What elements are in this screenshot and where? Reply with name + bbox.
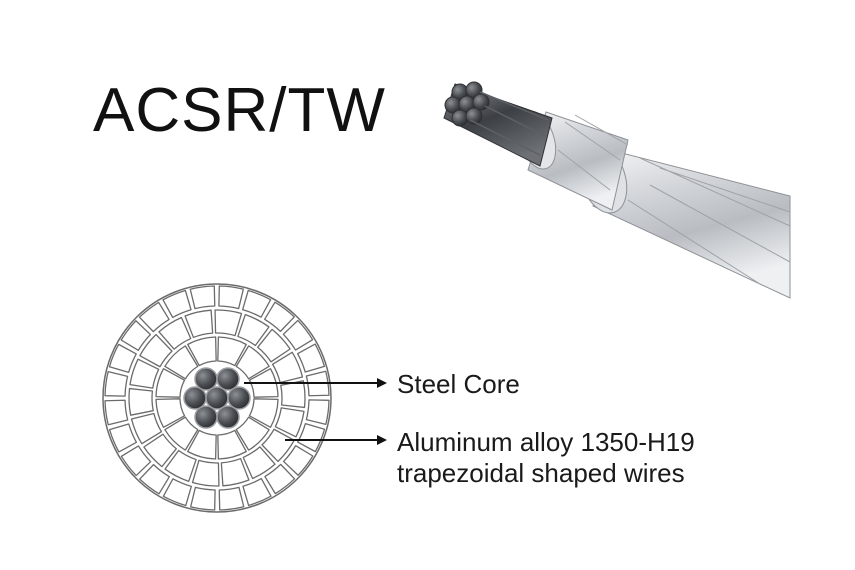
- aluminum-trapezoidal-wire: [235, 345, 270, 380]
- aluminum-trapezoidal-wire: [248, 398, 279, 428]
- aluminum-trapezoidal-wire: [158, 316, 192, 350]
- aluminum-trapezoidal-wire: [217, 429, 247, 460]
- aluminum-trapezoidal-wire: [217, 336, 247, 367]
- aluminum-trapezoidal-wire: [164, 345, 199, 380]
- aluminum-trapezoidal-wire: [155, 398, 186, 428]
- steel-strand: [216, 367, 240, 391]
- steel-strand: [227, 386, 251, 410]
- aluminum-trapezoidal-wire: [271, 351, 304, 384]
- aluminum-trapezoidal-wire: [261, 428, 295, 463]
- aluminum-label-line-2: trapezoidal shaped wires: [397, 458, 685, 488]
- aluminum-trapezoidal-wire: [241, 289, 272, 318]
- aluminum-trapezoidal-wire: [143, 433, 177, 468]
- aluminum-trapezoidal-wire: [187, 429, 217, 460]
- aluminum-trapezoidal-wire: [139, 463, 171, 495]
- aluminum-trapezoidal-wire: [128, 387, 154, 416]
- aluminum-trapezoidal-wire: [282, 444, 314, 476]
- steel-strand: [216, 405, 240, 429]
- steel-core-label: Steel Core: [397, 369, 520, 399]
- aluminum-trapezoidal-wire: [237, 314, 270, 347]
- aluminum-trapezoidal-wire: [282, 319, 314, 351]
- steel-strand: [205, 386, 229, 410]
- aluminum-trapezoidal-wire: [296, 343, 326, 373]
- aluminum-trapezoidal-wire: [155, 368, 186, 398]
- steel-strand: [194, 405, 218, 429]
- aluminum-trapezoidal-wire: [218, 486, 245, 511]
- aluminum-trapezoidal-wire: [162, 289, 192, 319]
- aluminum-trapezoidal-wire: [274, 407, 305, 438]
- aluminum-trapezoidal-wire: [187, 336, 217, 367]
- aluminum-trapezoidal-wire: [164, 416, 199, 451]
- aluminum-trapezoidal-wire: [108, 343, 137, 374]
- aluminum-trapezoidal-wire: [214, 309, 243, 337]
- steel-strand: [194, 367, 218, 391]
- aluminum-trapezoidal-wire: [138, 301, 170, 333]
- aluminum-label: Aluminum alloy 1350-H19 trapezoidal shap…: [397, 427, 695, 489]
- cable-steel-core: [443, 81, 553, 167]
- aluminum-trapezoidal-wire: [218, 285, 245, 310]
- steel-strand: [183, 386, 207, 410]
- aluminum-trapezoidal-wire: [104, 370, 129, 397]
- aluminum-trapezoidal-wire: [263, 301, 295, 333]
- aluminum-trapezoidal-wire: [257, 328, 291, 363]
- aluminum-trapezoidal-wire: [280, 380, 306, 409]
- aluminum-trapezoidal-wire: [297, 422, 326, 453]
- aluminum-trapezoidal-wire: [139, 333, 173, 368]
- aluminum-trapezoidal-wire: [129, 358, 160, 389]
- aluminum-trapezoidal-wire: [189, 486, 216, 511]
- aluminum-trapezoidal-wire: [242, 446, 276, 480]
- cable-illustration: [443, 81, 791, 299]
- aluminum-trapezoidal-wire: [130, 412, 163, 445]
- aluminum-trapezoidal-wire: [120, 320, 152, 352]
- diagram-title: ACSR/TW: [93, 76, 386, 145]
- aluminum-trapezoidal-wire: [235, 416, 270, 451]
- aluminum-trapezoidal-wire: [184, 309, 214, 339]
- aluminum-trapezoidal-wire: [264, 463, 296, 495]
- cross-section: [102, 283, 332, 513]
- aluminum-trapezoidal-wire: [242, 477, 272, 507]
- aluminum-trapezoidal-wire: [305, 399, 330, 426]
- aluminum-trapezoidal-wire: [189, 285, 216, 310]
- aluminum-trapezoidal-wire: [120, 445, 152, 477]
- aluminum-trapezoidal-wire: [104, 399, 129, 426]
- aluminum-trapezoidal-wire: [162, 478, 193, 507]
- aluminum-trapezoidal-wire: [191, 459, 220, 487]
- aluminum-label-line-1: Aluminum alloy 1350-H19: [397, 427, 695, 457]
- aluminum-trapezoidal-wire: [164, 449, 197, 482]
- aluminum-trapezoidal-wire: [108, 423, 138, 453]
- aluminum-trapezoidal-wire: [220, 457, 250, 487]
